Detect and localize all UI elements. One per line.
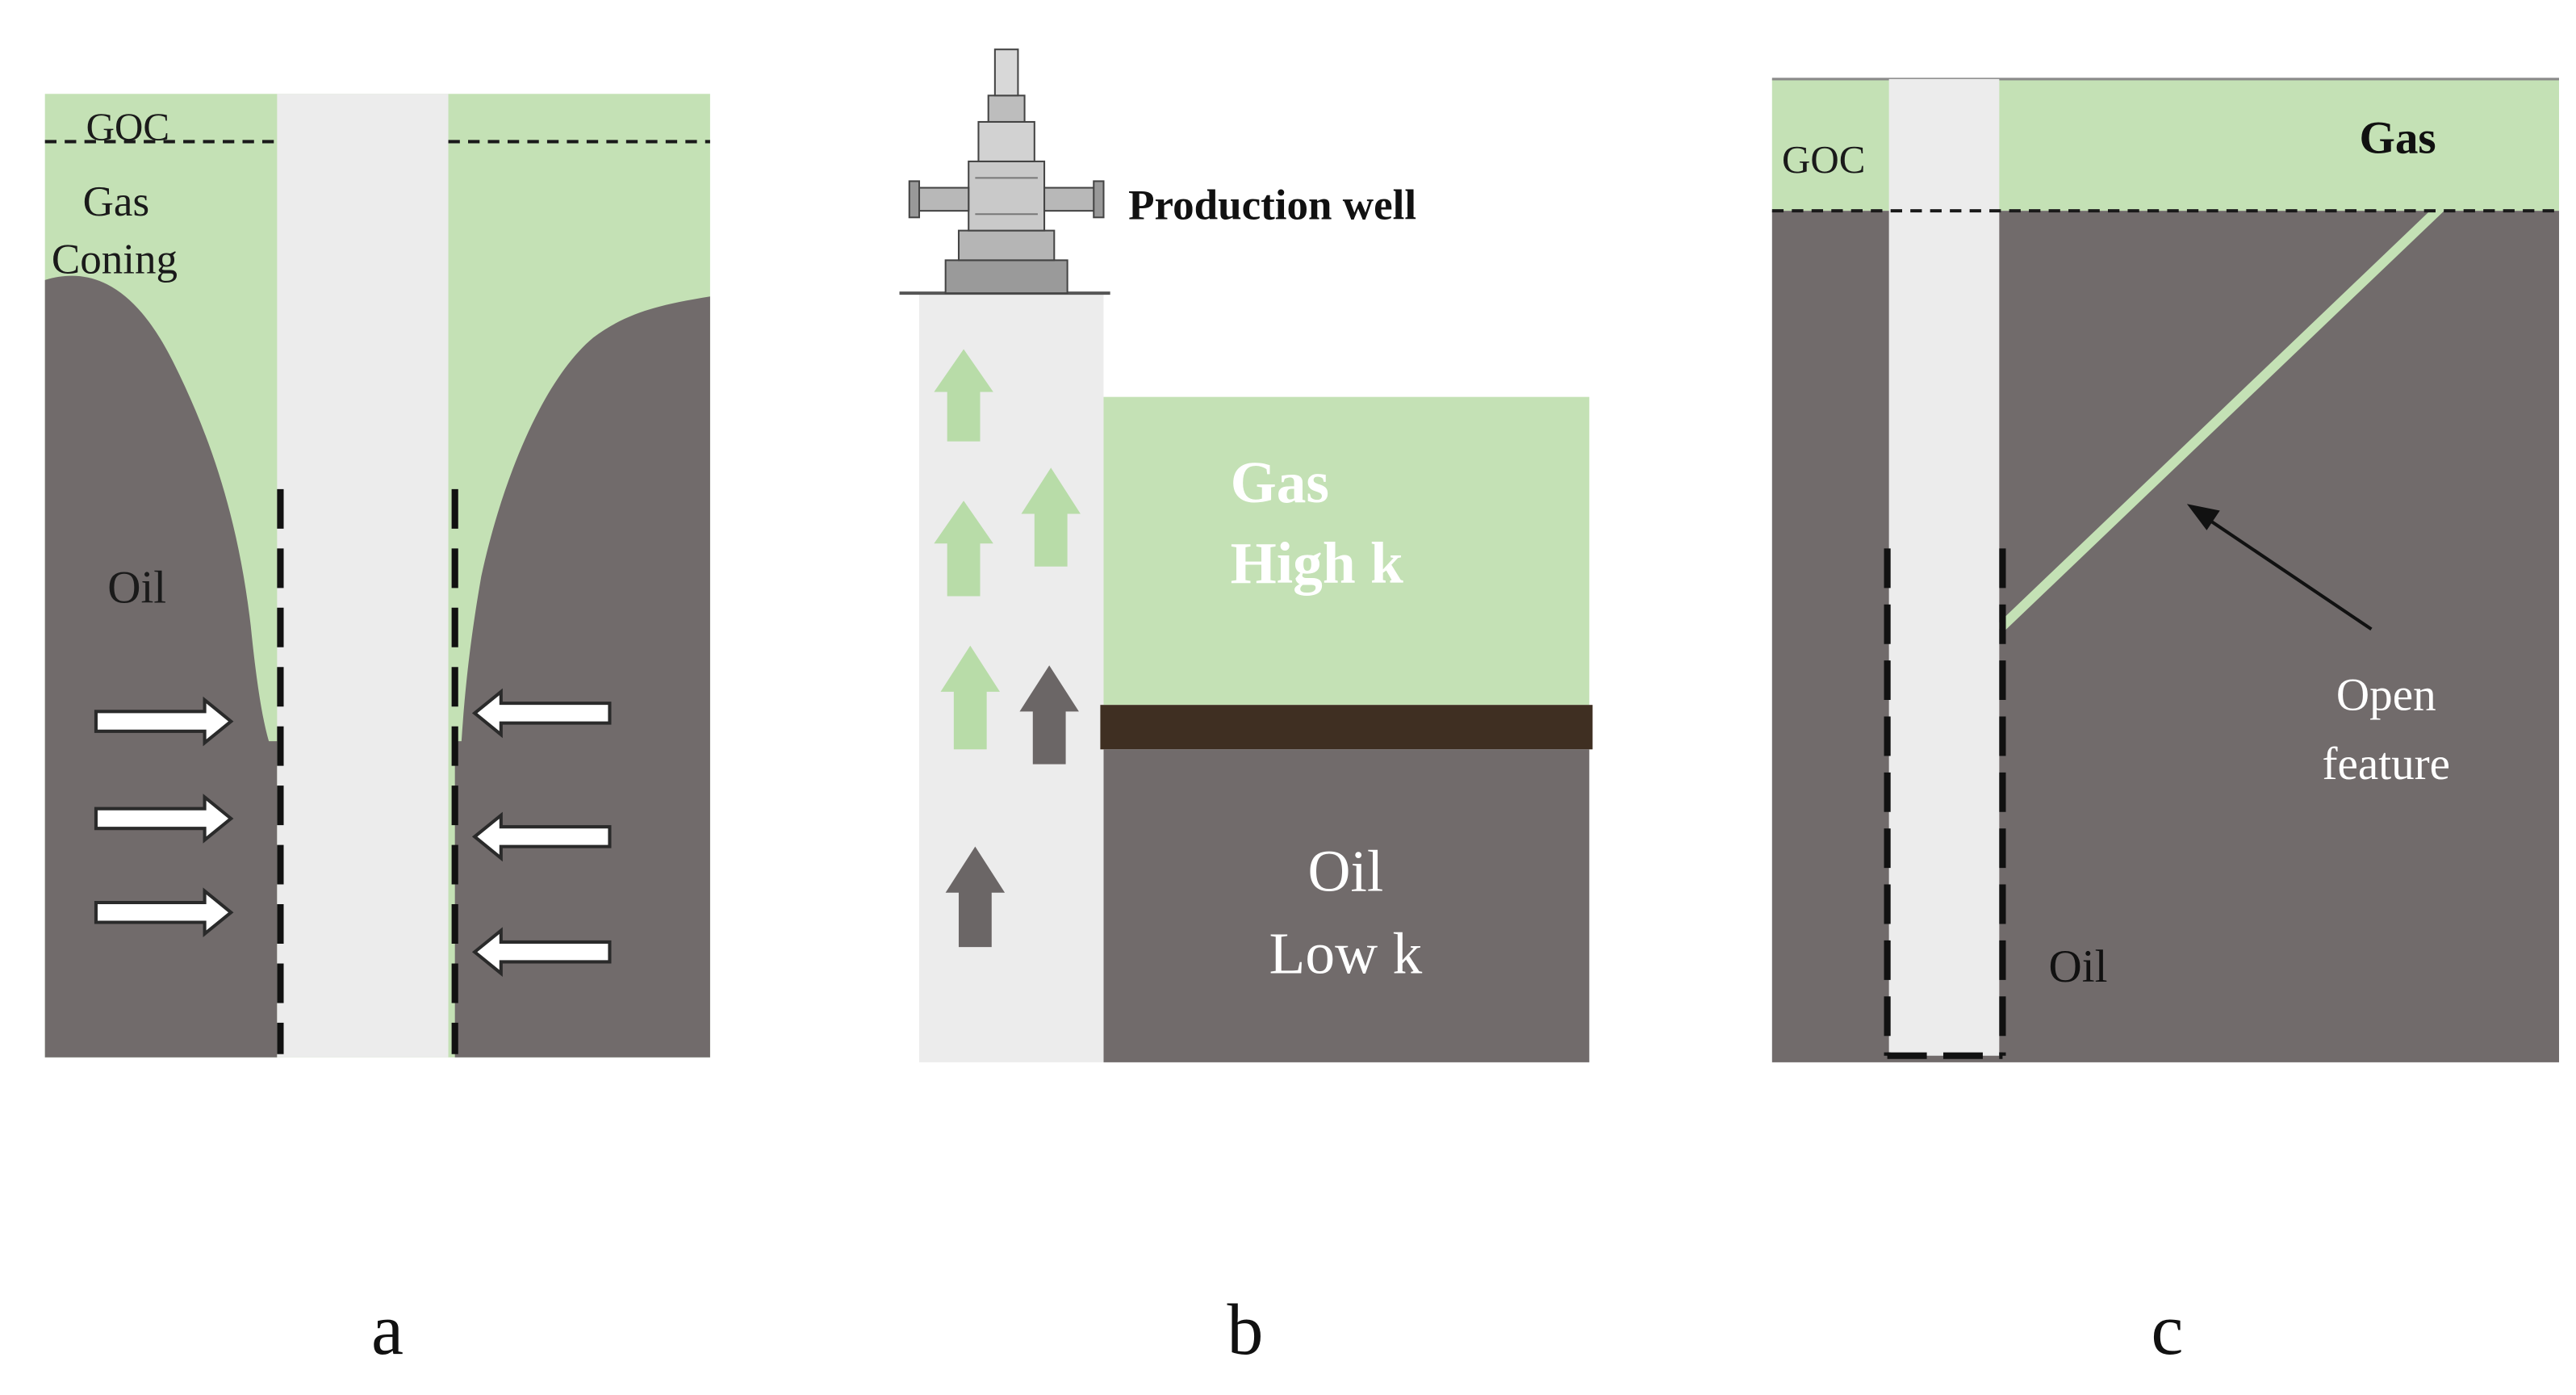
open-feature-line	[1996, 203, 2444, 633]
inflow-arrow-icon	[471, 688, 612, 739]
barrier-layer-b	[1100, 705, 1593, 750]
inflow-arrow-icon	[94, 794, 234, 844]
wellbore-c	[1888, 78, 2000, 1056]
panel-a: GOC Gas Coning Oil a	[44, 94, 710, 1370]
wellbore-a	[277, 94, 449, 1058]
gas-label-b: Gas	[1231, 450, 1329, 515]
caption-c: c	[2152, 1290, 2184, 1370]
panel-b: Production well Gas High k Oil Low k b	[899, 48, 1593, 1370]
wellbore-b	[919, 293, 1104, 1062]
inflow-arrow-icon	[471, 927, 612, 978]
oil-label-b: Oil	[1307, 839, 1383, 904]
gas-coning-label-line2: Coning	[52, 237, 178, 283]
gas-zone-b	[1103, 396, 1590, 706]
panel-c: GOC Gas Open feature Oil c	[1771, 78, 2559, 1370]
wellhead-icon	[899, 48, 1110, 295]
oil-zone-b	[1103, 749, 1590, 1062]
gas-flow-arrow-icon	[934, 501, 993, 597]
inflow-arrow-icon	[94, 696, 234, 747]
oil-perm-label-b: Low k	[1269, 921, 1423, 987]
inflow-arrow-icon	[94, 887, 234, 938]
gas-flow-arrow-icon	[934, 349, 993, 442]
open-feature-label-line2: feature	[2323, 739, 2451, 790]
goc-label-c: GOC	[1782, 137, 1865, 182]
gas-flow-arrow-icon	[940, 645, 1000, 750]
oil-flow-arrow-icon	[1019, 665, 1079, 765]
gas-label-c: Gas	[2359, 113, 2436, 164]
caption-b: b	[1227, 1290, 1264, 1370]
oil-label-a: Oil	[107, 563, 166, 614]
gas-flow-arrow-icon	[1021, 467, 1081, 567]
caption-a: a	[371, 1290, 404, 1370]
gas-coning-label-line1: Gas	[83, 178, 149, 225]
goc-label-a: GOC	[86, 104, 169, 149]
oil-zone-a-right	[454, 296, 710, 1058]
gas-perm-label-b: High k	[1231, 530, 1403, 596]
inflow-arrow-icon	[471, 811, 612, 862]
oil-flow-arrow-icon	[945, 846, 1006, 948]
production-well-label: Production well	[1128, 182, 1416, 228]
open-feature-label-line1: Open	[2336, 669, 2436, 720]
oil-label-c: Oil	[2049, 941, 2108, 992]
pointer-arrow-icon	[2186, 504, 2373, 631]
oil-zone-a-left	[44, 275, 278, 1058]
